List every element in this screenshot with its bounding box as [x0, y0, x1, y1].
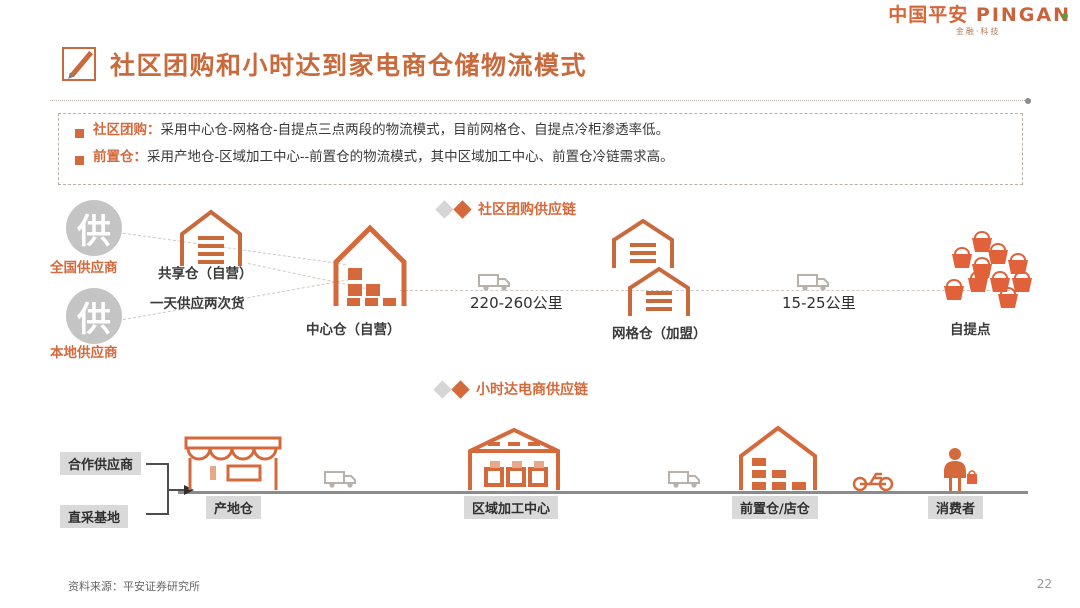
- label-local-supplier: 本地供应商: [50, 345, 118, 361]
- warehouse-icon: [180, 209, 242, 266]
- brand-logo-en: PINGAN: [975, 4, 1071, 26]
- brand-logo: 中国平安 PINGAN 金融·科技: [888, 4, 1071, 36]
- double-warehouse-icon: [612, 218, 674, 268]
- supplier-glyph: 供: [77, 299, 111, 340]
- diamond-orange-icon: [453, 199, 472, 219]
- section-tag-label: 社区团购供应链: [478, 202, 576, 218]
- house-boxes-icon: [739, 425, 817, 490]
- truck-icon: [478, 274, 510, 291]
- supplier-glyph: 供: [77, 211, 111, 252]
- bullet-lead: 社区团购：: [93, 122, 161, 138]
- label-supply-note: 一天供应两次货: [150, 296, 245, 312]
- page-title-row: 社区团购和小时达到家电商仓储物流模式: [62, 46, 587, 82]
- section-tag-label: 小时达电商供应链: [476, 382, 588, 398]
- label-consumer: 消费者: [928, 496, 984, 519]
- bullet-body: 采用中心仓-网格仓-自提点三点两段的物流模式，目前网格仓、自提点冷柜渗透率低。: [160, 122, 670, 138]
- diamond-orange-icon: [451, 379, 470, 399]
- bullet-square-icon: [75, 129, 84, 138]
- label-front-warehouse: 前置仓/店仓: [732, 496, 818, 519]
- storefront-icon: [184, 436, 282, 490]
- section-tag-hour-delivery: 小时达电商供应链: [433, 379, 588, 399]
- label-regional-center: 区域加工中心: [464, 496, 559, 519]
- label-national-supplier: 全国供应商: [50, 260, 118, 276]
- house-boxes-icon: [333, 224, 407, 306]
- bullet-square-icon: [75, 155, 84, 165]
- double-warehouse-icon: [628, 266, 690, 316]
- bullet-item: 社区团购：采用中心仓-网格仓-自提点三点两段的物流模式，目前网格仓、自提点冷柜渗…: [75, 122, 1022, 139]
- summary-box: 社区团购：采用中心仓-网格仓-自提点三点两段的物流模式，目前网格仓、自提点冷柜渗…: [58, 113, 1023, 185]
- brand-logo-cn: 中国平安: [888, 4, 969, 26]
- diamond-gray-icon: [435, 199, 454, 219]
- label-origin-warehouse: 产地仓: [206, 496, 262, 519]
- bullet-lead: 前置仓：: [93, 148, 147, 165]
- person-icon: [944, 448, 977, 491]
- label-direct-base: 直采基地: [60, 505, 129, 528]
- title-divider: [50, 98, 1031, 104]
- label-center-warehouse: 中心仓（自营）: [306, 322, 401, 338]
- label-shared-warehouse: 共享仓（自营）: [158, 266, 253, 282]
- truck-icon: [324, 471, 356, 488]
- scooter-icon: [852, 472, 894, 492]
- brand-logo-dot: [1062, 13, 1068, 19]
- label-partner-supplier: 合作供应商: [60, 452, 142, 475]
- page-title: 社区团购和小时达到家电商仓储物流模式: [110, 51, 588, 80]
- label-pickup-point: 自提点: [950, 322, 991, 338]
- bullet-text: 社区团购：采用中心仓-网格仓-自提点三点两段的物流模式，目前网格仓、自提点冷柜渗…: [93, 122, 670, 139]
- brand-logo-subtitle: 金融·科技: [955, 27, 1001, 36]
- bullet-body: 采用产地仓-区域加工中心--前置仓的物流模式，其中区域加工中心、前置仓冷链需求高…: [147, 148, 674, 165]
- supplier-icon-national: 供: [66, 200, 122, 256]
- page-number: 22: [1036, 577, 1052, 591]
- supplier-icon-local: 供: [66, 288, 122, 344]
- pencil-square-icon: [62, 47, 96, 81]
- ground-line: [178, 491, 1028, 494]
- section-tag-group-buy: 社区团购供应链: [435, 199, 576, 219]
- brand-logo-text: 中国平安 PINGAN: [888, 4, 1071, 26]
- flow-line-main: [400, 290, 1030, 291]
- label-grid-warehouse: 网格仓（加盟）: [612, 326, 707, 342]
- big-warehouse-icon: [468, 427, 560, 490]
- truck-icon: [797, 274, 829, 291]
- label-distance-2: 15-25公里: [782, 294, 856, 312]
- label-distance-1: 220-260公里: [470, 294, 563, 312]
- bullet-text: 前置仓：采用产地仓-区域加工中心--前置仓的物流模式，其中区域加工中心、前置仓冷…: [93, 148, 674, 166]
- bullet-item: 前置仓：采用产地仓-区域加工中心--前置仓的物流模式，其中区域加工中心、前置仓冷…: [75, 148, 1022, 166]
- source-note: 资料来源：平安证券研究所: [68, 580, 200, 593]
- truck-icon: [668, 471, 700, 488]
- diamond-gray-icon: [433, 379, 452, 399]
- basket-cluster-icon: [944, 231, 1032, 308]
